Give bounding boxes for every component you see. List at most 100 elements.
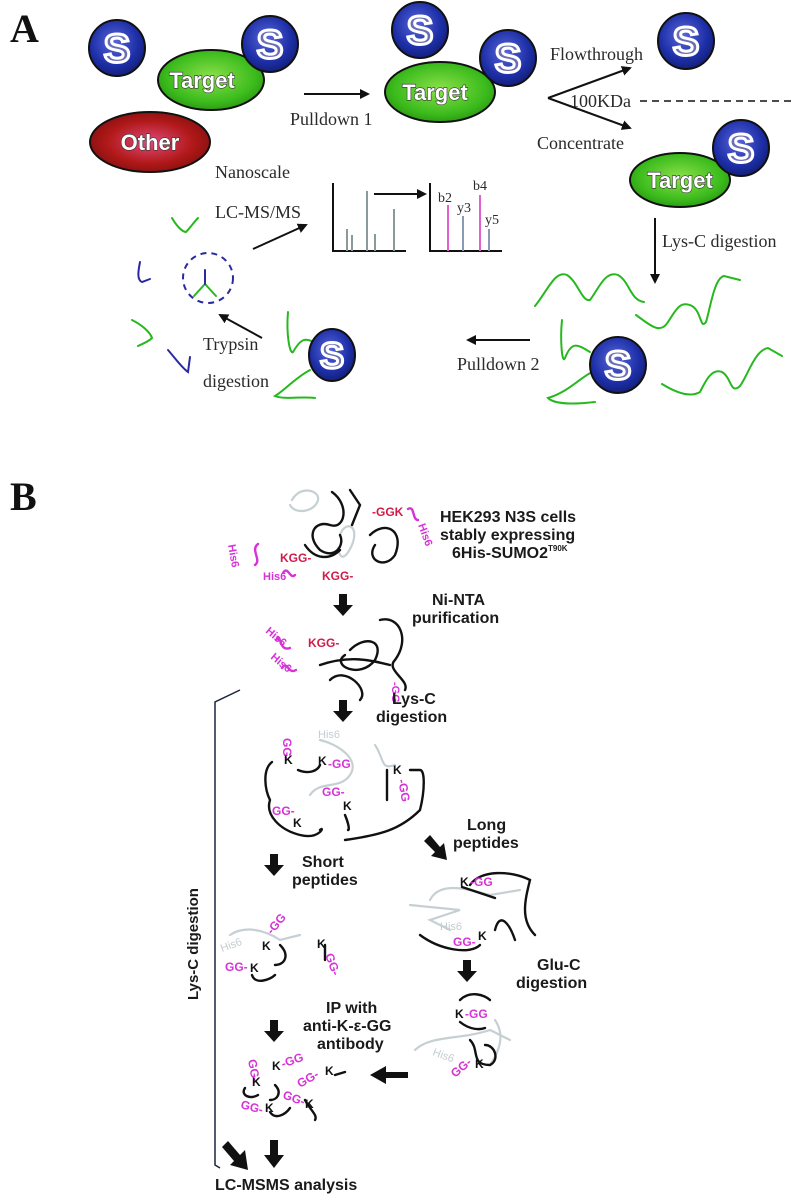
cells-superscript: T90K — [548, 544, 568, 553]
svg-text:His6: His6 — [263, 625, 289, 649]
ms-label-2: LC-MS/MS — [215, 202, 301, 222]
svg-text:GG-: GG- — [322, 951, 343, 977]
svg-text:K: K — [284, 753, 293, 767]
cell-lysate-proteins: His6 His6 His6 KGG- KGG- -GGK — [225, 488, 434, 583]
sumo-label: S — [104, 27, 131, 71]
concentrate-arrow — [547, 97, 632, 130]
ninta-label-2: purification — [412, 610, 499, 627]
long-label-1: Long — [467, 817, 506, 834]
short-label-2: peptides — [292, 872, 358, 889]
svg-text:K: K — [455, 1007, 464, 1021]
svg-text:GG-: GG- — [280, 738, 294, 761]
svg-text:K: K — [343, 799, 352, 813]
lysc-b-label-2: digestion — [376, 709, 447, 726]
svg-text:His6: His6 — [263, 571, 286, 583]
svg-text:GG-: GG- — [322, 785, 345, 799]
left-arrow-ip — [370, 1066, 408, 1084]
svg-text:K: K — [460, 875, 469, 889]
diag-arrow-final — [222, 1141, 248, 1170]
ip-label-2: anti-K-ε-GG — [303, 1018, 391, 1035]
svg-text:K: K — [325, 1064, 334, 1078]
svg-text:-GG: -GG — [465, 1007, 488, 1021]
down-arrow-ip — [264, 1020, 284, 1042]
svg-text:GG-: GG- — [295, 1067, 322, 1090]
svg-text:His6: His6 — [219, 936, 244, 955]
svg-text:His6: His6 — [225, 543, 241, 568]
ip-label-3: antibody — [317, 1036, 384, 1053]
trypsin-arrow — [218, 314, 263, 339]
concentrate-label: Concentrate — [537, 133, 624, 153]
diag-arrow-long — [424, 835, 447, 860]
trypsin-label-1: Trypsin — [203, 334, 258, 354]
svg-text:-GGK: -GGK — [372, 505, 404, 519]
svg-text:His6: His6 — [431, 1047, 456, 1066]
svg-text:-GG: -GG — [389, 682, 401, 703]
target-sumo-complex-2: Target S S — [384, 1, 537, 123]
svg-text:KGG-: KGG- — [308, 636, 339, 650]
svg-text:-GG: -GG — [279, 1050, 305, 1071]
svg-text:GG-: GG- — [272, 804, 295, 818]
svg-text:K: K — [317, 937, 326, 951]
sumo-flowthrough: S — [657, 12, 715, 70]
svg-text:S: S — [728, 127, 755, 171]
svg-text:S: S — [257, 23, 284, 67]
flowthrough-label: Flowthrough — [550, 44, 643, 64]
other-protein: Other — [89, 111, 211, 173]
cells-label-1: HEK293 N3S cells — [440, 509, 576, 526]
lysc-label: Lys-C digestion — [662, 231, 777, 251]
ion-b2: b2 — [438, 191, 452, 206]
target-label: Target — [169, 68, 235, 93]
panel-a-label: A — [10, 6, 39, 51]
svg-text:His6: His6 — [415, 522, 434, 548]
sumo-free: S — [88, 19, 146, 77]
ip-label-1: IP with — [326, 1000, 377, 1017]
svg-text:KGG-: KGG- — [280, 551, 311, 565]
ms1-spectrum — [332, 183, 427, 252]
svg-text:S: S — [605, 344, 632, 388]
lysc-b-label-1: Lys-C — [392, 691, 436, 708]
svg-text:S: S — [407, 9, 434, 53]
gluc-label-1: Glu-C — [537, 957, 581, 974]
short-peptides: -GG K GG- K K GG- His6 — [219, 911, 343, 982]
final-label: LC-MSMS analysis — [215, 1177, 357, 1194]
long-peptides: K -GG GG- K His6 — [408, 871, 537, 952]
ion-y3: y3 — [457, 201, 471, 216]
long-label-2: peptides — [453, 835, 519, 852]
cells-label-2: stably expressing — [440, 527, 575, 544]
svg-text:S: S — [673, 20, 700, 64]
svg-text:His6: His6 — [318, 729, 340, 741]
svg-text:GG-: GG- — [245, 1058, 263, 1083]
target-sumo-complex-3: Target S — [629, 119, 770, 208]
pulldown1-label: Pulldown 1 — [290, 109, 373, 129]
lysc-peptides: S — [534, 273, 783, 405]
svg-text:S: S — [320, 335, 344, 376]
ion-y5: y5 — [485, 213, 499, 228]
down-arrow-gluc — [457, 960, 477, 982]
ms-label-1: Nanoscale — [215, 162, 290, 182]
ion-b4: b4 — [473, 179, 487, 194]
cutoff-label: 100KDa — [570, 91, 631, 111]
lysc-digested-peptides: GG- K K -GG K -GG GG- K GG- K His6 — [264, 729, 425, 842]
target-sumo-complex-1: Target S — [157, 15, 299, 111]
ms-arrow — [252, 223, 308, 250]
svg-text:-GG: -GG — [395, 778, 413, 803]
lysc-bracket — [214, 689, 241, 1169]
down-arrow-2 — [333, 700, 353, 722]
svg-text:K: K — [265, 1101, 274, 1115]
ip-enriched-peptides: GG- K -GG K GG- K GG- K GG- K — [239, 1050, 347, 1122]
svg-text:Target: Target — [647, 168, 713, 193]
svg-text:GG-: GG- — [281, 1088, 307, 1109]
svg-text:K: K — [475, 1057, 484, 1071]
purified-proteins: His6 His6 KGG- -GG — [263, 618, 407, 703]
svg-text:K: K — [252, 1075, 261, 1089]
down-arrow-1 — [333, 594, 353, 616]
svg-text:KGG-: KGG- — [322, 569, 353, 583]
svg-text:-GG: -GG — [328, 757, 351, 771]
svg-text:GG-: GG- — [453, 935, 476, 949]
svg-text:GG-: GG- — [225, 960, 248, 974]
ninta-label-1: Ni-NTA — [432, 592, 485, 609]
svg-text:K: K — [262, 939, 271, 953]
svg-text:His6: His6 — [268, 651, 294, 675]
svg-text:K: K — [318, 754, 327, 768]
ms2-spectrum: b2 y3 b4 y5 — [429, 179, 502, 252]
